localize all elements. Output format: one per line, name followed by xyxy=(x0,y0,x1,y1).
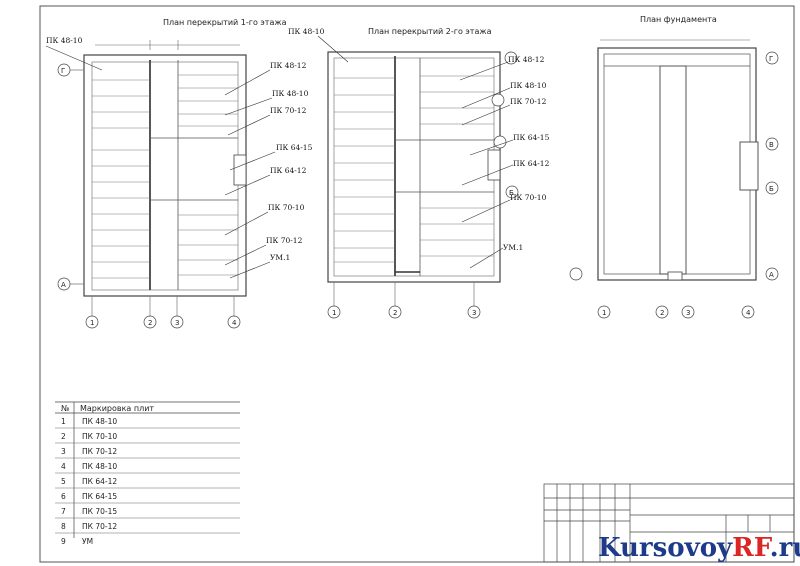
floor1-axes xyxy=(57,63,241,329)
axis-label: В xyxy=(769,141,774,149)
axis-label: 1 xyxy=(332,309,336,317)
table-header-no: № xyxy=(61,404,70,413)
table-row-no: 5 xyxy=(61,477,66,486)
axis-label: 1 xyxy=(602,309,606,317)
table-row-mark: ПК 70-12 xyxy=(82,522,117,531)
callout-label: ПК 48-12 xyxy=(508,55,545,64)
table-header-mark: Маркировка плит xyxy=(80,404,154,413)
table-row-mark: ПК 70-12 xyxy=(82,447,117,456)
floor2-outline xyxy=(327,51,501,283)
callout-label: УМ.1 xyxy=(503,243,523,252)
callout-label: УМ.1 xyxy=(270,253,290,262)
table-row-mark: ПК 64-15 xyxy=(82,492,117,501)
sheet-frame xyxy=(39,5,795,563)
table-row-no: 2 xyxy=(61,432,66,441)
callout-label: ПК 48-10 xyxy=(288,27,325,36)
floor1-slabs-left xyxy=(92,79,150,279)
axis-label: 4 xyxy=(232,319,237,327)
axis-label: 3 xyxy=(472,309,476,317)
callout-label: ПК 70-12 xyxy=(510,97,547,106)
table-row-mark: ПК 70-10 xyxy=(82,432,117,441)
table-row-no: 8 xyxy=(61,522,66,531)
table-row-mark: УМ xyxy=(82,537,93,546)
callout-label: ПК 48-12 xyxy=(270,61,307,70)
table-row-no: 9 xyxy=(61,537,66,546)
axis-label: 3 xyxy=(686,309,690,317)
title-block xyxy=(543,483,795,563)
axis-label: 1 xyxy=(90,319,94,327)
axis-label: 2 xyxy=(660,309,664,317)
axis-label: 3 xyxy=(175,319,179,327)
callout-label: ПК 48-10 xyxy=(272,89,309,98)
callout-label: ПК 64-12 xyxy=(513,159,550,168)
table-row-mark: ПК 70-15 xyxy=(82,507,117,516)
floor1-leader-lines xyxy=(45,45,276,279)
table-row-mark: ПК 48-10 xyxy=(82,417,117,426)
watermark: KursovoyRF.ru xyxy=(598,533,800,563)
callout-label: ПК 48-10 xyxy=(510,81,547,90)
floor1-slabs-right xyxy=(178,74,238,276)
callout-label: ПК 70-12 xyxy=(266,236,303,245)
floor2-slabs xyxy=(334,75,494,263)
axis-label: 2 xyxy=(393,309,397,317)
callout-label: ПК 48-10 xyxy=(46,36,83,45)
table-row-no: 4 xyxy=(61,462,66,471)
table-row-no: 1 xyxy=(61,417,66,426)
callout-label: ПК 64-12 xyxy=(270,166,307,175)
callout-label: ПК 64-15 xyxy=(276,143,313,152)
axis-label: 4 xyxy=(746,309,751,317)
table-rows: 1 ПК 48-10 2 ПК 70-10 3 ПК 70-12 4 ПК 48-10 5 ПК … xyxy=(61,417,117,546)
floor1-title: План перекрытий 1-го этажа xyxy=(163,18,287,27)
axis-label: Б xyxy=(509,189,514,197)
table-row-no: 6 xyxy=(61,492,66,501)
foundation-axes xyxy=(569,51,779,319)
callout-label: ПК 70-12 xyxy=(270,106,307,115)
axis-label: Б xyxy=(769,185,774,193)
callout-label: ПК 70-10 xyxy=(268,203,305,212)
floor1-plan: План перекрытий 1-го этажа xyxy=(45,18,313,329)
floor2-plan: План перекрытий 2-го этажа xyxy=(288,27,550,319)
axis-label: Г xyxy=(61,67,65,75)
callout-label: ПК 70-10 xyxy=(510,193,547,202)
floor2-title: План перекрытий 2-го этажа xyxy=(368,27,492,36)
table-row-mark: ПК 64-12 xyxy=(82,477,117,486)
foundation-plan: План фундамента Г В Б А 1 2 3 4 xyxy=(569,15,779,319)
floor2-axes xyxy=(327,51,519,319)
table-row-no: 3 xyxy=(61,447,66,456)
foundation-outline xyxy=(597,47,757,281)
axis-label: 2 xyxy=(148,319,152,327)
table-row-no: 7 xyxy=(61,507,66,516)
axis-label: Г xyxy=(769,55,773,63)
axis-label: А xyxy=(769,271,774,279)
callout-label: ПК 64-15 xyxy=(513,133,550,142)
slab-schedule-table: № Маркировка плит 1 ПК 48-10 2 ПК 70-10 3 ПК … xyxy=(55,401,240,546)
table-row-mark: ПК 48-10 xyxy=(82,462,117,471)
axis-label: А xyxy=(61,281,66,289)
foundation-title: План фундамента xyxy=(640,15,717,24)
floor2-leader-lines xyxy=(317,35,514,269)
